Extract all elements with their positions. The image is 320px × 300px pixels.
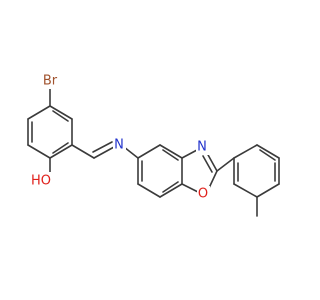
bond (202, 155, 213, 173)
bond (181, 149, 198, 159)
molecule-structure-diagram: Br HO N N O (27, 73, 280, 217)
bond (137, 144, 161, 159)
bromine-label: Br (43, 74, 58, 89)
bond (162, 149, 179, 161)
bond (27, 105, 51, 120)
atom-labels: Br HO N N O (30, 73, 210, 202)
bond (259, 149, 276, 161)
bond (52, 110, 69, 122)
bromine-atom: Br (39, 73, 61, 89)
bond (159, 183, 183, 198)
bond (256, 144, 280, 159)
oxazole-nitrogen-label: N (197, 140, 207, 155)
bond (93, 146, 115, 159)
imine-nitrogen-label: N (114, 138, 124, 153)
bond (27, 144, 51, 159)
bond (49, 105, 73, 120)
bond (181, 183, 199, 193)
oxazole-oxygen-label: O (198, 187, 208, 202)
bond (256, 183, 280, 198)
bond (49, 144, 73, 159)
bond (206, 152, 218, 172)
bonds (27, 87, 280, 217)
imine-nitrogen-atom: N (113, 137, 126, 153)
bond (162, 181, 179, 193)
oxazole-nitrogen-atom: N (196, 139, 209, 155)
bond (233, 144, 258, 159)
bond (159, 144, 183, 159)
hydroxyl-label: HO (31, 174, 51, 189)
bond (208, 170, 218, 189)
bond (52, 142, 69, 154)
hydroxyl-group: HO (30, 172, 54, 189)
bond (92, 141, 113, 153)
bond (233, 183, 258, 198)
oxazole-oxygen-atom: O (197, 186, 210, 202)
bond (123, 146, 139, 159)
bond (216, 157, 235, 172)
bond (137, 183, 161, 198)
bond (71, 144, 95, 159)
